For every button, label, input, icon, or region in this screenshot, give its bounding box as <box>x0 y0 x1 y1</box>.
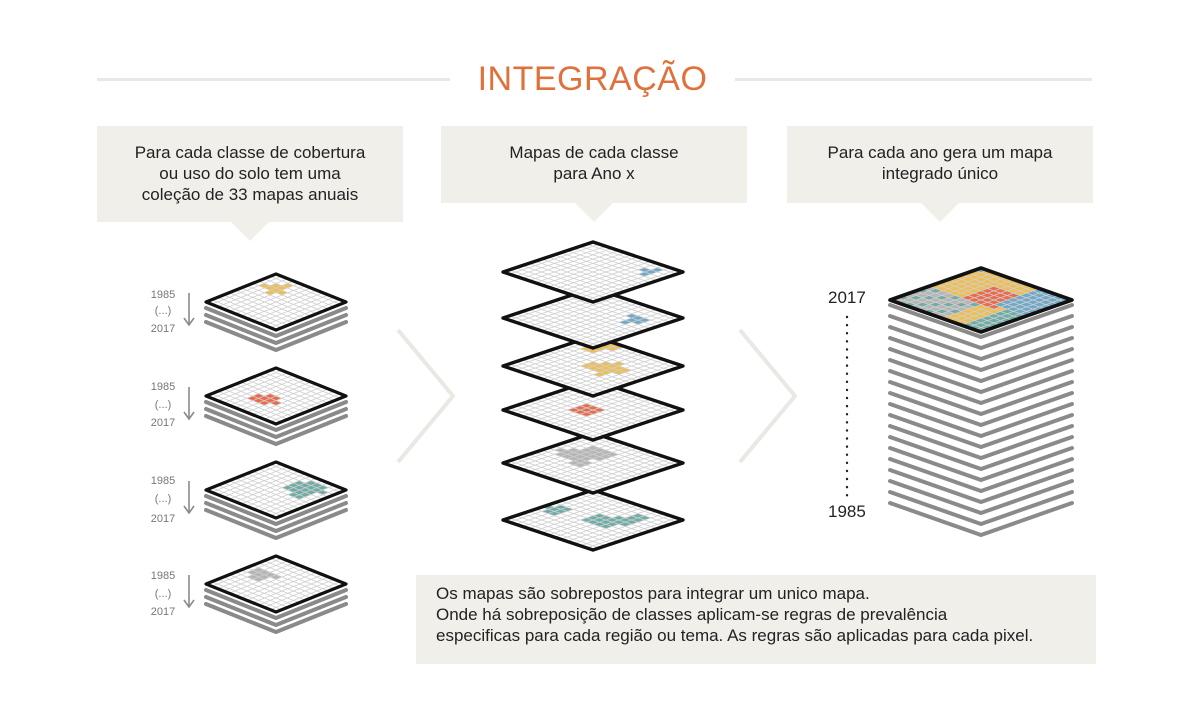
stacked-year-layer <box>204 400 348 432</box>
map-layer-border <box>501 488 685 552</box>
stacked-year-layer <box>204 588 348 620</box>
stacked-year-layer <box>204 414 348 446</box>
stacked-year-layer <box>888 358 1074 394</box>
map-grid <box>509 289 677 347</box>
map-grid <box>509 434 677 492</box>
year-label-mid: (...) <box>154 399 172 411</box>
map-layer-border <box>501 286 685 350</box>
integrated-year-bottom: 1985 <box>828 502 866 521</box>
map-grid <box>509 381 677 439</box>
map-grid <box>211 369 341 423</box>
stacked-year-layer <box>888 314 1074 350</box>
title-rule-right <box>735 78 1092 81</box>
map-grid <box>211 463 341 517</box>
map-layer-border <box>501 431 685 495</box>
callout-line: integrado único <box>881 164 999 183</box>
map-layer-border <box>204 272 348 332</box>
stacked-year-layer <box>204 407 348 439</box>
callout-line: ou uso do solo tem uma <box>159 164 341 183</box>
stacked-year-layer <box>204 501 348 533</box>
stacked-year-layer <box>888 325 1074 361</box>
callout-line: coleção de 33 mapas anuais <box>141 185 359 204</box>
next-step-chevron-icon <box>738 328 797 464</box>
map-layer-border <box>204 460 348 520</box>
note-line: Os mapas são sobrepostos para integrar u… <box>436 584 870 603</box>
title-rule-left <box>97 78 450 81</box>
stacked-year-layer <box>888 468 1074 504</box>
down-arrow-icon <box>183 505 195 515</box>
stacked-year-layer <box>888 490 1074 526</box>
stacked-year-layer <box>204 595 348 627</box>
stacked-year-layer <box>204 602 348 634</box>
year-label-end: 2017 <box>150 606 176 618</box>
stacked-year-layer <box>888 435 1074 471</box>
year-label-start: 1985 <box>150 289 176 301</box>
integration-note: Os mapas são sobrepostos para integrar u… <box>416 575 1096 664</box>
page-title: INTEGRAÇÃO <box>477 60 708 98</box>
stacked-year-layer <box>888 479 1074 515</box>
map-layer-border <box>501 334 685 398</box>
map-layer-border <box>501 378 685 442</box>
map-layer-border <box>888 266 1074 334</box>
callout-class-collections: Para cada classe de cobertura ou uso do … <box>97 126 403 241</box>
year-label-mid: (...) <box>154 305 172 317</box>
year-label-start: 1985 <box>150 381 176 393</box>
stacked-year-layer <box>888 501 1074 537</box>
callout-maps-per-year: Mapas de cada classe para Ano x <box>441 126 747 222</box>
callout-line: para Ano x <box>553 164 635 183</box>
stacked-year-layer <box>204 508 348 540</box>
stacked-year-layer <box>888 424 1074 460</box>
map-layer-border <box>204 366 348 426</box>
map-grid <box>211 275 341 329</box>
down-arrow-icon <box>183 599 195 609</box>
stacked-year-layer <box>888 336 1074 372</box>
down-arrow-icon <box>183 317 195 327</box>
note-line: especificas para cada região ou tema. As… <box>436 626 1034 645</box>
stacked-year-layer <box>888 391 1074 427</box>
stacked-year-layer <box>888 413 1074 449</box>
year-label-end: 2017 <box>150 417 176 429</box>
map-pixel <box>252 567 265 573</box>
stacked-year-layer <box>888 303 1074 339</box>
stacked-year-layer <box>888 347 1074 383</box>
year-label-mid: (...) <box>154 493 172 505</box>
next-step-chevron-icon <box>396 328 455 464</box>
year-label-end: 2017 <box>150 323 176 335</box>
stacked-year-layer <box>204 494 348 526</box>
map-grid <box>211 557 341 611</box>
stacked-year-layer <box>888 369 1074 405</box>
year-label-start: 1985 <box>150 475 176 487</box>
map-grid <box>896 269 1066 331</box>
year-label-start: 1985 <box>150 570 176 582</box>
map-pixel <box>270 574 282 580</box>
callout-line: Para cada ano gera um mapa <box>827 143 1053 162</box>
callout-integrated-map: Para cada ano gera um mapa integrado úni… <box>787 126 1093 222</box>
callout-line: Para cada classe de cobertura <box>134 143 366 162</box>
map-layer-border <box>204 554 348 614</box>
stacked-year-layer <box>888 402 1074 438</box>
note-line: Onde há sobreposição de classes aplicam-… <box>436 605 948 624</box>
down-arrow-icon <box>183 411 195 421</box>
map-grid <box>509 337 677 395</box>
stacked-year-layer <box>888 457 1074 493</box>
stacked-year-layer <box>888 380 1074 416</box>
stacked-year-layer <box>204 306 348 338</box>
map-layer-border <box>501 240 685 304</box>
map-grid <box>509 243 677 301</box>
stacked-year-layer <box>204 313 348 345</box>
year-label-mid: (...) <box>154 588 172 600</box>
integrated-year-top: 2017 <box>828 288 866 307</box>
year-label-end: 2017 <box>150 513 176 525</box>
stacked-year-layer <box>204 320 348 352</box>
stacked-year-layer <box>888 446 1074 482</box>
map-grid <box>509 491 677 549</box>
callout-line: Mapas de cada classe <box>509 143 679 162</box>
